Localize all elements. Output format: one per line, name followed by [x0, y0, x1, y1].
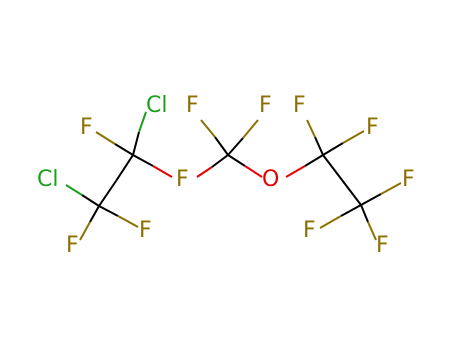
bond-c3-f5-a — [227, 137, 244, 156]
bond-c1-f1-a — [114, 143, 134, 156]
bond-c2-f2-a — [89, 205, 100, 223]
atom-label-layer: Cl Cl F F F F F F O F F F F F — [37, 93, 415, 258]
atom-f6: F — [293, 93, 306, 118]
atom-f10: F — [376, 233, 389, 258]
bond-layer — [65, 111, 402, 241]
atom-f5: F — [259, 93, 272, 118]
bond-c2-f3-b — [117, 215, 139, 228]
atom-f4: F — [186, 93, 199, 118]
bond-c3-o2-b — [244, 165, 263, 178]
bond-c5-f8-a — [360, 193, 382, 206]
atom-cl1: Cl — [146, 93, 167, 118]
bond-c4-c5-b — [341, 179, 362, 206]
bond-c1-o1-b — [152, 165, 173, 178]
bond-c1-o1-a — [132, 154, 154, 167]
bond-c2-f2-b — [79, 221, 91, 241]
bond-c1-c2-b — [98, 180, 117, 207]
bond-c5-f10-b — [367, 221, 377, 241]
bond-o2-c4-b — [304, 154, 324, 167]
atom-o1: F — [176, 167, 189, 192]
bond-o2-c4-a — [285, 165, 306, 178]
bond-c3-o2-a — [227, 154, 246, 167]
bond-c2-f3-a — [98, 205, 119, 217]
bond-c4-f7-b — [342, 130, 365, 144]
bond-c3-f4-b — [200, 119, 216, 138]
bond-c3-f4-a — [214, 136, 229, 156]
bond-c4-f6-a — [314, 136, 324, 156]
bond-c1-f1-b — [95, 131, 116, 145]
atom-f3: F — [139, 218, 152, 243]
bond-c4-c5-a — [322, 154, 343, 181]
atom-f2: F — [66, 233, 79, 258]
bond-c5-f10-a — [360, 204, 369, 223]
atom-o2: O — [262, 167, 279, 192]
atom-f8: F — [402, 167, 415, 192]
bond-c1-c2-a — [115, 154, 134, 182]
bond-c5-f9-b — [319, 215, 342, 229]
atom-f1: F — [80, 115, 93, 140]
atom-f7: F — [366, 115, 379, 140]
atom-f9: F — [303, 218, 316, 243]
bond-c5-f8-b — [380, 182, 402, 195]
bond-c4-f7-a — [322, 142, 344, 156]
bond-c3-f5-b — [242, 119, 259, 139]
bond-c2-cl2-b — [65, 184, 83, 196]
bond-c1-cl1-b — [138, 111, 147, 133]
bond-c1-cl1-a — [132, 131, 140, 156]
atom-cl2: Cl — [37, 167, 58, 192]
bond-c5-f9-a — [340, 204, 362, 217]
bond-c2-cl2-a — [81, 194, 100, 207]
bond-o1-c3-a — [196, 166, 213, 178]
bond-o1-c3-b — [211, 154, 229, 168]
bond-c4-f6-b — [306, 119, 316, 138]
